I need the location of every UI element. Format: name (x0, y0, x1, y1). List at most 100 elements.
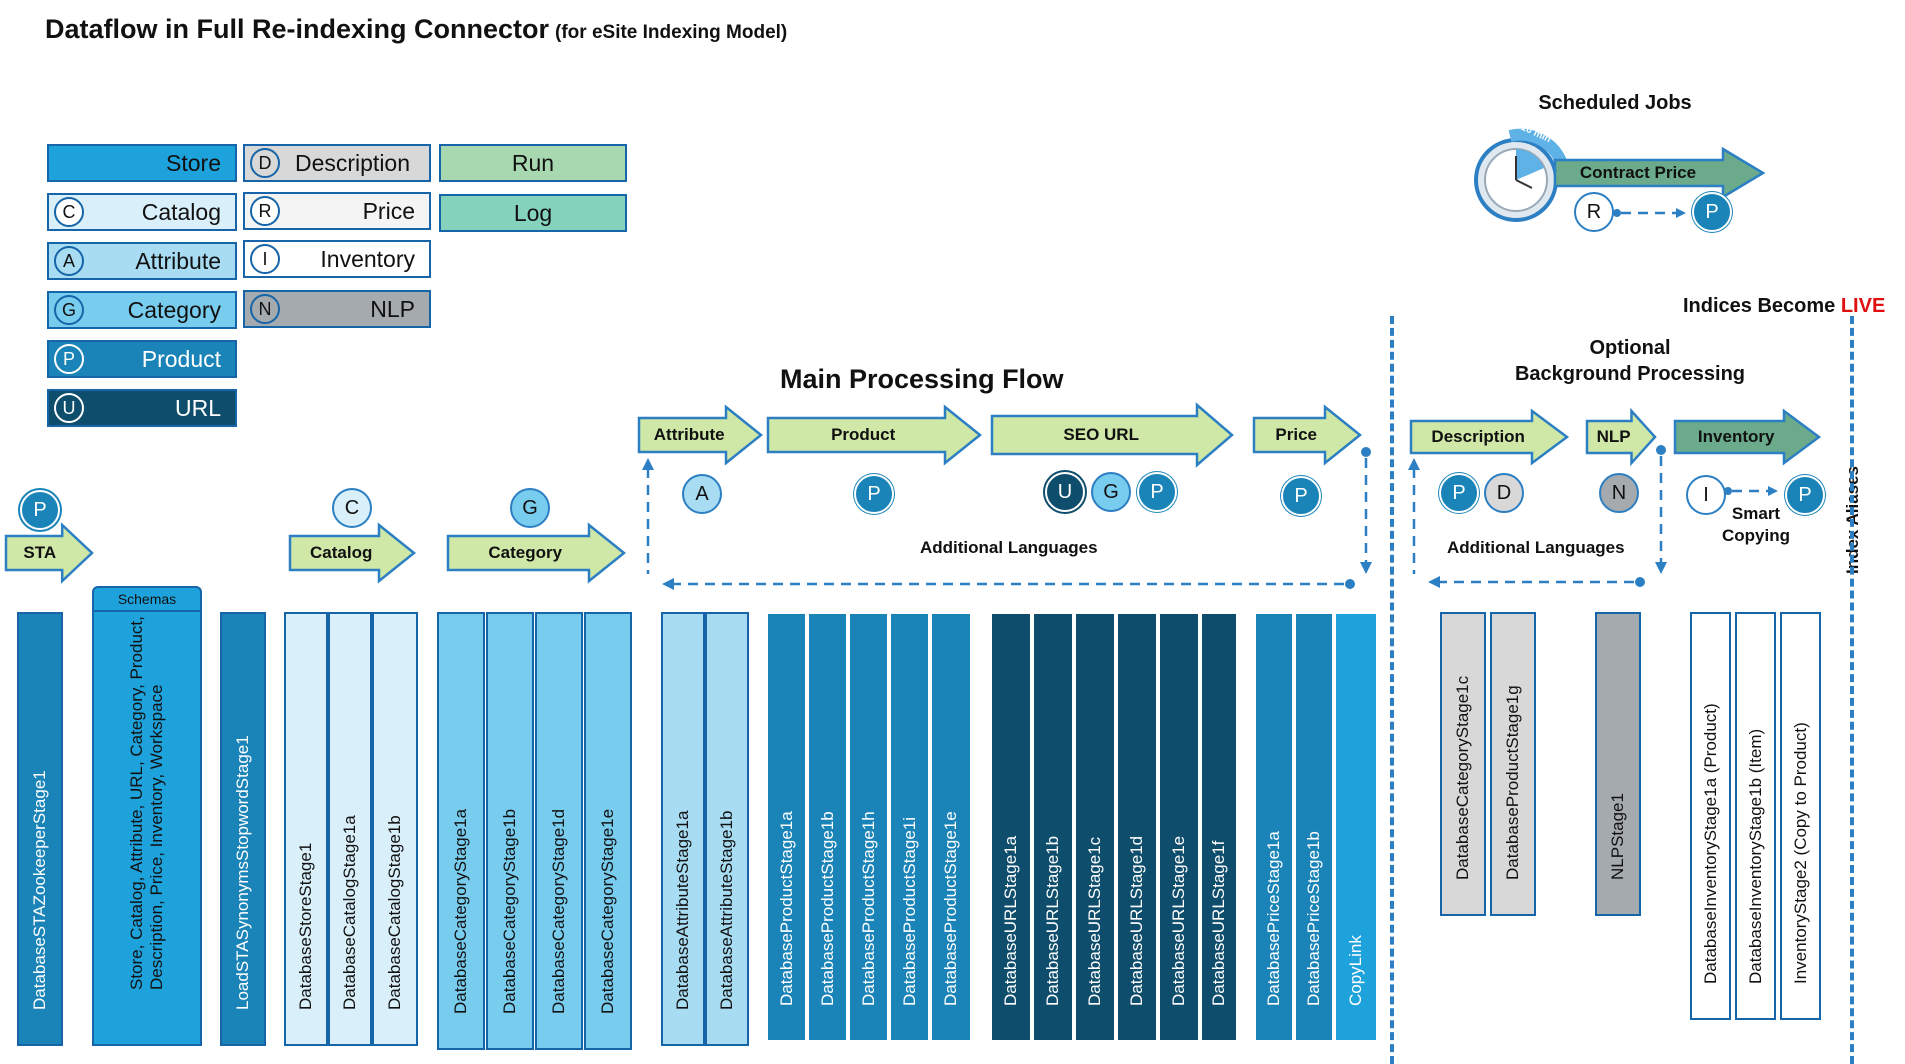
category-badge: G (510, 488, 550, 528)
arrow-shape (1252, 404, 1363, 466)
attribute-arrow-label: Attribute (653, 425, 725, 444)
stage-schemas-label: Store, Catalog, Attribute, URL, Category… (127, 616, 166, 990)
stage-product-1e: DatabaseProductStage1e (930, 612, 972, 1042)
stage-catalog-1b-label: DatabaseCatalogStage1b (385, 815, 404, 1010)
arrow-shape (288, 522, 417, 584)
stage-price-1b-label: DatabasePriceStage1b (1304, 831, 1323, 1006)
stage-attribute-1b: DatabaseAttributeStage1b (705, 612, 749, 1046)
legend-description-badge: D (250, 148, 280, 178)
indices-live-heading: Indices Become LIVE (1683, 295, 1885, 318)
seo-url-badge: U (1045, 472, 1085, 512)
legend-url-label: URL (174, 394, 221, 421)
catalog-arrow: Catalog (288, 522, 417, 584)
legend-description-label: Description (294, 149, 411, 176)
arrow-body (990, 402, 1234, 468)
stage-product-1b: DatabaseProductStage1b (807, 612, 848, 1042)
separator-live (1850, 316, 1854, 1064)
optional-heading-line2: Background Processing (1514, 363, 1746, 385)
stage-url-1c: DatabaseURLStage1c (1074, 612, 1116, 1042)
stage-url-1c-label: DatabaseURLStage1c (1085, 836, 1104, 1006)
legend-attribute-badge: A (54, 246, 84, 276)
indices-live-word: LIVE (1840, 295, 1886, 317)
legend-store: Store (47, 144, 237, 182)
description-arrow: Description (1409, 408, 1570, 466)
price-product-badge: P (1281, 476, 1321, 516)
legend-inventory-label: Inventory (320, 245, 415, 272)
inventory-arrow: Inventory (1673, 408, 1822, 466)
stage-inventory-1b: DatabaseInventoryStage1b (Item) (1735, 612, 1776, 1020)
inventory-product-badge: P (1785, 475, 1825, 515)
arrow-shape (637, 404, 764, 466)
stage-attribute-1b-label: DatabaseAttributeStage1b (717, 810, 736, 1010)
stage-category-1b-label: DatabaseCategoryStage1b (500, 808, 519, 1014)
arrow-body (446, 522, 627, 584)
stage-copylink: CopyLink (1334, 612, 1378, 1042)
stage-price-1a-label: DatabasePriceStage1a (1264, 831, 1283, 1006)
legend-category-badge: G (54, 295, 84, 325)
nlp-arrow: NLP (1585, 407, 1657, 467)
legend-url: U URL (47, 389, 237, 427)
seo-category-badge: G (1091, 472, 1131, 512)
inventory-badge: I (1686, 475, 1726, 515)
product-badge: P (854, 474, 894, 514)
stage-url-1a: DatabaseURLStage1a (990, 612, 1032, 1042)
category-arrow: Category (446, 522, 627, 584)
stage-category-1a: DatabaseCategoryStage1a (437, 612, 485, 1050)
stage-product-1b-label: DatabaseProductStage1b (817, 811, 837, 1006)
description-arrow-label: Description (1431, 427, 1525, 446)
contract-price-flow-icon (1613, 208, 1686, 218)
price-arrow: Price (1252, 404, 1363, 466)
arrow-shape (990, 402, 1234, 468)
legend-product: P Product (47, 340, 237, 378)
description-badge: D (1484, 473, 1524, 513)
category-arrow-label: Category (488, 543, 563, 562)
contract-price-from-badge: R (1574, 192, 1614, 232)
arrow-body (1585, 407, 1657, 467)
arrow-body (288, 522, 417, 584)
indices-live-prefix: Indices Become (1683, 295, 1841, 317)
stage-inventory-1a: DatabaseInventoryStage1a (Product) (1690, 612, 1731, 1020)
contract-price-arrow: Contract Price (1553, 146, 1766, 200)
stage-inventory-1b-label: DatabaseInventoryStage1b (Item) (1745, 728, 1765, 984)
stage-inventory-2: InventoryStage2 (Copy to Product) (1780, 612, 1821, 1020)
nlp-arrow-label: NLP (1596, 427, 1631, 446)
legend-log-label: Log (513, 199, 553, 226)
catalog-arrow-label: Catalog (310, 543, 373, 562)
optional-heading-line1: Optional (1589, 337, 1671, 359)
title-sub: (for eSite Indexing Model) (555, 22, 788, 43)
legend-run: Run (439, 144, 627, 182)
sta-product-badge: P (20, 490, 60, 530)
stage-product-1g-label: DatabaseProductStage1g (1503, 685, 1522, 880)
stage-category-1a-label: DatabaseCategoryStage1a (451, 808, 470, 1014)
stage-product-1h-label: DatabaseProductStage1h (858, 811, 878, 1006)
attribute-badge: A (682, 474, 722, 514)
legend-category: G Category (47, 291, 237, 329)
legend-nlp-label: NLP (370, 295, 415, 322)
stage-price-1b: DatabasePriceStage1b (1294, 612, 1334, 1042)
stage-category-1c-label: DatabaseCategoryStage1c (1453, 675, 1472, 880)
legend-catalog-badge: C (54, 197, 84, 227)
separator-optional (1390, 316, 1394, 1064)
stage-catalog-1a-label: DatabaseCatalogStage1a (340, 815, 359, 1010)
stage-product-1a-label: DatabaseProductStage1a (776, 811, 796, 1006)
additional-languages-optional: Additional Languages (1447, 538, 1625, 557)
stage-sta-synonyms: LoadSTASynonymsStopwordStage1 (220, 612, 266, 1046)
stage-url-1f: DatabaseURLStage1f (1200, 612, 1238, 1042)
stage-store-1-label: DatabaseStoreStage1 (296, 842, 315, 1010)
arrow-shape (446, 522, 627, 584)
price-arrow-label: Price (1275, 425, 1317, 444)
stage-attribute-1a: DatabaseAttributeStage1a (661, 612, 705, 1046)
legend-price-badge: R (250, 196, 280, 226)
stage-sta-zookeeper-label: DatabaseSTAZookeeperStage1 (30, 770, 49, 1010)
stage-nlp-1: NLPStage1 (1595, 612, 1641, 916)
legend-inventory: I Inventory (243, 240, 431, 278)
arrow-body (766, 404, 983, 466)
stage-inventory-1a-label: DatabaseInventoryStage1a (Product) (1700, 703, 1720, 984)
legend-nlp: N NLP (243, 290, 431, 328)
arrow-shape (4, 522, 94, 584)
arrow-body (1252, 404, 1363, 466)
inventory-arrow-label: Inventory (1697, 427, 1775, 446)
stage-url-1f-label: DatabaseURLStage1f (1209, 840, 1228, 1006)
stage-catalog-1a: DatabaseCatalogStage1a (328, 612, 372, 1046)
